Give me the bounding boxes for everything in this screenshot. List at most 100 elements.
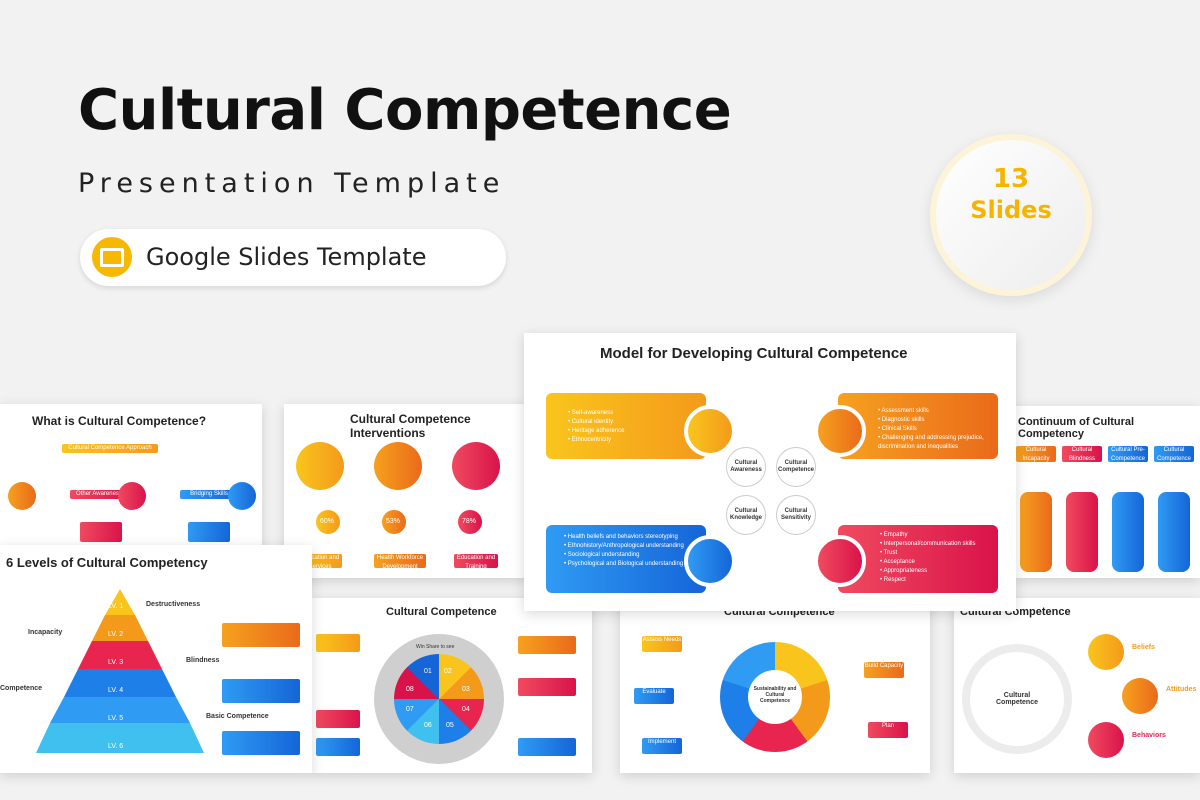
center-label: Cultural Competence: [995, 692, 1038, 706]
slide-count-unit: Slides: [970, 196, 1052, 224]
item-label: Attitudes: [1166, 686, 1197, 693]
note-box: [316, 738, 360, 756]
cycle-center: [748, 670, 802, 724]
stage-label: Cultural Incapacity: [1016, 446, 1056, 462]
slide-sustain: Cultural Competence Sustainability and C…: [620, 598, 930, 773]
google-slides-pill: Google Slides Template: [80, 229, 506, 286]
slide-count: 13: [992, 164, 1030, 194]
platform-label: Google Slides Template: [146, 243, 427, 271]
level-label: LV. 2: [108, 631, 124, 638]
note-box: [518, 738, 576, 756]
slide-what-is: What is Cultural Competence? Cultural Co…: [0, 404, 262, 554]
note-box: [316, 634, 360, 652]
stage-bar: [1112, 492, 1144, 572]
segment-label: 04: [462, 706, 470, 713]
pyramid: [36, 589, 204, 753]
percent-value: 78%: [462, 518, 477, 525]
level-name: Basic Competence: [206, 713, 269, 720]
step-label: Build Capacity: [864, 662, 904, 678]
node-sensitivity: Cultural Sensitivity: [776, 495, 816, 535]
item-label: Behaviors: [1132, 732, 1166, 739]
slide-count-badge: 13 Slides: [930, 134, 1092, 296]
level-desc: [222, 731, 300, 755]
segment-label: 07: [406, 706, 414, 713]
behaviors-icon: [1088, 722, 1124, 758]
slide-model: Model for Developing Cultural Competence…: [524, 333, 1016, 611]
stage-label: Cultural Pre-Competence: [1108, 446, 1148, 462]
wheel-caption: Win Share to see: [416, 644, 455, 650]
pin-icon: [452, 442, 500, 490]
percent-value: 60%: [320, 518, 335, 525]
percent-dot: [316, 510, 340, 534]
level-name: Incapacity: [28, 629, 63, 636]
attitudes-icon: [1122, 678, 1158, 714]
sensitivity-list: EmpathyInterpersonal/communication skill…: [880, 531, 996, 585]
level-label: LV. 6: [108, 743, 124, 750]
competence-icon: [814, 405, 866, 457]
note-box: [518, 636, 576, 654]
wheel-core: [394, 654, 484, 744]
slide-title: 6 Levels of Cultural Competency: [6, 555, 208, 570]
slide-title: Model for Developing Cultural Competence: [600, 345, 908, 362]
segment-label: 02: [444, 668, 452, 675]
step-label: Implement: [642, 738, 682, 754]
desc-box: [188, 522, 230, 542]
segment-label: 08: [406, 686, 414, 693]
branch-icon: [228, 482, 256, 510]
level-label: LV. 5: [108, 715, 124, 722]
competence-list: Assessment skillsDiagnostic skillsClinic…: [878, 407, 994, 452]
cycle-center-label: Sustainability and Cultural Competence: [753, 686, 797, 704]
awareness-list: Self-awarenessCultural identityHeritage …: [568, 409, 625, 445]
segment-label: 03: [462, 686, 470, 693]
note-box: [316, 710, 360, 728]
slide-title: Cultural Competence: [386, 606, 497, 618]
intervention-label: Health Workforce Development: [374, 554, 426, 570]
knowledge-icon: [684, 535, 736, 587]
note-box: [518, 678, 576, 696]
pin-icon: [374, 442, 422, 490]
slide-title: Continuum of Cultural Competency: [1018, 416, 1135, 440]
segment-label: 05: [446, 722, 454, 729]
branch-node: Other Awareness: [70, 490, 128, 499]
level-name: Competence: [0, 685, 43, 692]
center-ring: [962, 644, 1072, 754]
node-competence: Cultural Competence: [776, 447, 816, 487]
knowledge-list: Health beliefs and behaviors stereotypin…: [564, 533, 684, 569]
item-label: Beliefs: [1132, 644, 1155, 651]
percent-value: 53%: [386, 518, 401, 525]
stage-bar: [1020, 492, 1052, 572]
page-title: Cultural Competence: [78, 78, 732, 143]
level-label: LV. 4: [108, 687, 124, 694]
level-name: Blindness: [186, 657, 220, 664]
segment-label: 01: [424, 668, 432, 675]
step-label: Assess Needs: [642, 636, 682, 652]
stage-label: Cultural Blindness: [1062, 446, 1102, 462]
intervention-label: Education and Training: [454, 554, 498, 570]
slide-continuum: Continuum of Cultural Competency Cultura…: [1012, 406, 1200, 578]
step-label: Evaluate: [634, 688, 674, 704]
node-knowledge: Cultural Knowledge: [726, 495, 766, 535]
slide-beliefs: Cultural Competence Cultural Competence …: [954, 598, 1200, 773]
root-node: Cultural Competence Approach: [62, 444, 158, 453]
slide-levels: 6 Levels of Cultural Competency LV. 1 LV…: [0, 545, 312, 773]
page-subtitle: Presentation Template: [78, 168, 506, 199]
awareness-icon: [684, 405, 736, 457]
level-label: LV. 3: [108, 659, 124, 666]
stage-bar: [1066, 492, 1098, 572]
slide-title: What is Cultural Competence?: [32, 414, 207, 428]
step-label: Plan: [868, 722, 908, 738]
slide-title: Cultural Competence Interventions: [350, 412, 471, 440]
google-slides-icon: [92, 237, 132, 277]
level-desc: [222, 623, 300, 647]
percent-dot: [458, 510, 482, 534]
sensitivity-icon: [814, 535, 866, 587]
stage-bar: [1158, 492, 1190, 572]
level-desc: [222, 679, 300, 703]
percent-dot: [382, 510, 406, 534]
stage-label: Cultural Competence: [1154, 446, 1194, 462]
segment-label: 06: [424, 722, 432, 729]
pin-icon: [296, 442, 344, 490]
branch-icon: [118, 482, 146, 510]
slide-interventions: Cultural Competence Interventions 60% 53…: [284, 404, 532, 578]
node-awareness: Cultural Awareness: [726, 447, 766, 487]
